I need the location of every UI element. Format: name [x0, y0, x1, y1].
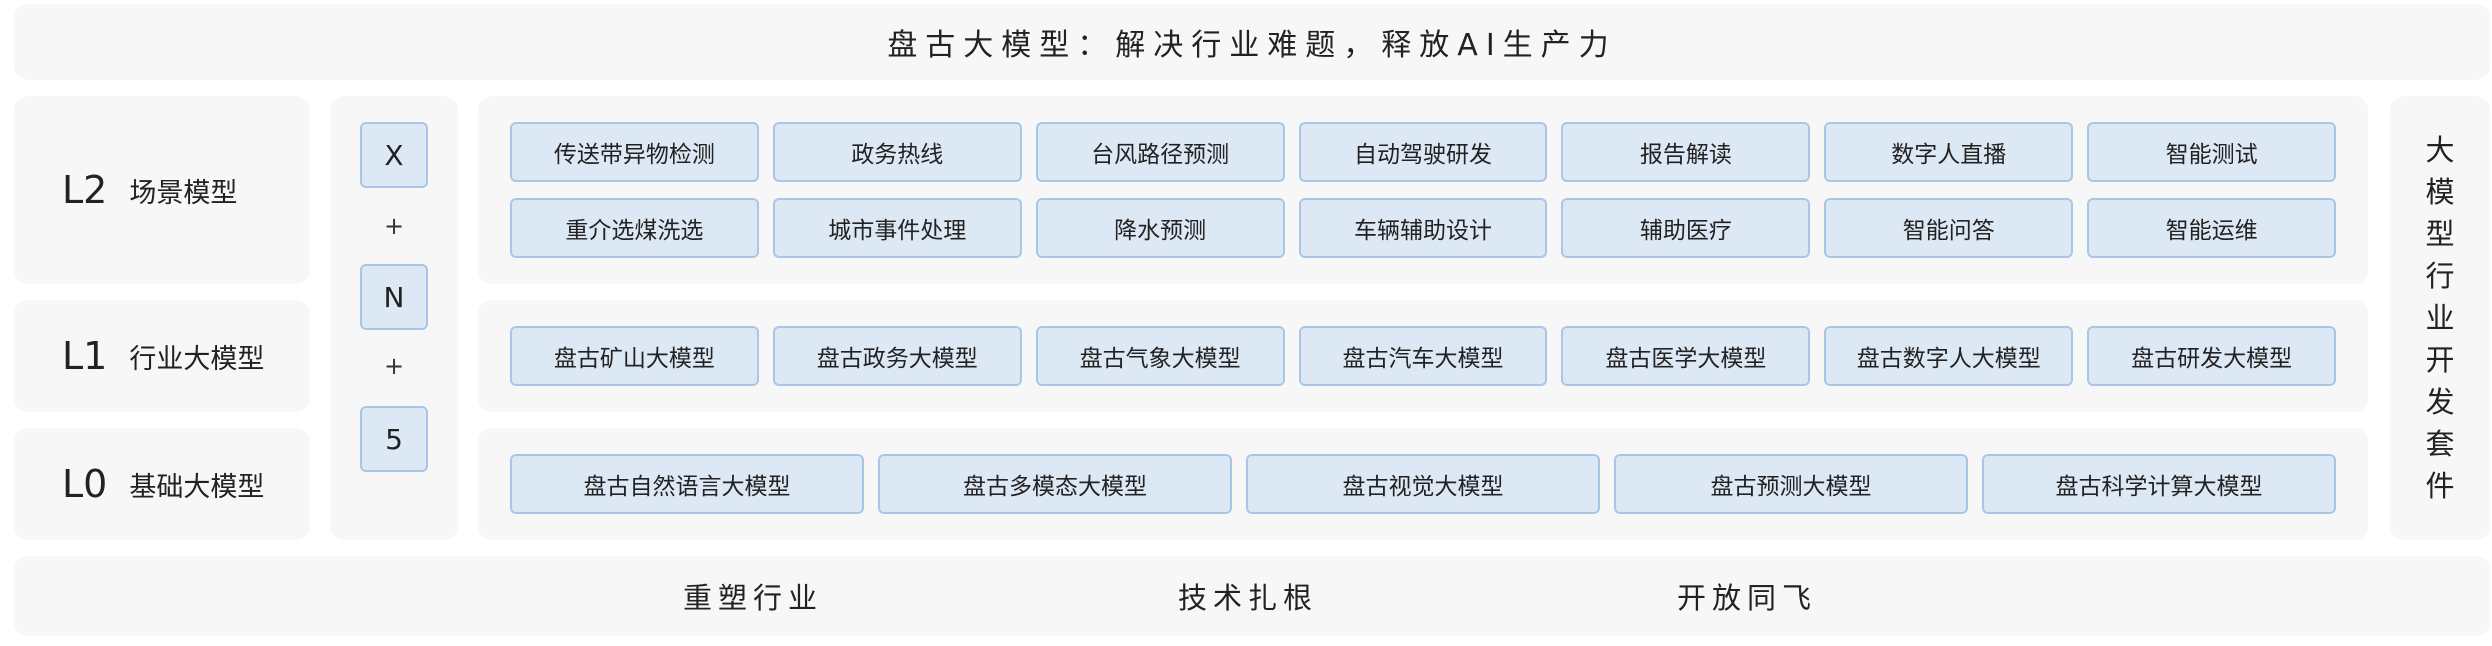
level-code: L0 [62, 462, 108, 506]
model-chip: 政务热线 [772, 122, 1022, 182]
model-chip: 报告解读 [1561, 122, 1811, 182]
side-label-char: 业 [2425, 301, 2455, 335]
level-name: 场景模型 [129, 177, 238, 209]
plus-sign: + [383, 212, 405, 240]
model-chip: 智能问答 [1824, 198, 2074, 258]
side-label-char: 行 [2425, 259, 2455, 293]
level-name: 基础大模型 [129, 471, 265, 503]
model-chip: 车辆辅助设计 [1298, 198, 1548, 258]
model-chip: 盘古多模态大模型 [878, 454, 1232, 514]
level-name: 行业大模型 [129, 343, 265, 375]
model-chip: 盘古汽车大模型 [1298, 326, 1548, 386]
level-code: L1 [62, 334, 108, 378]
bottom-slogan-2: 技术扎根 [1177, 581, 1319, 615]
model-chip: 智能测试 [2087, 122, 2336, 182]
side-label-char: 大 [2425, 133, 2455, 167]
level-code: L2 [62, 168, 108, 212]
bottom-banner: 重塑行业 技术扎根 开放同飞 [14, 556, 2490, 636]
model-chip: 盘古视觉大模型 [1246, 454, 1600, 514]
model-chip: 盘古气象大模型 [1035, 326, 1285, 386]
model-chip: 盘古政务大模型 [772, 326, 1022, 386]
formula-x-box: X [360, 122, 428, 188]
model-chip: 数字人直播 [1824, 122, 2074, 182]
l2-scenario-grid: 传送带异物检测政务热线台风路径预测自动驾驶研发报告解读数字人直播智能测试重介选煤… [478, 96, 2368, 284]
side-label-char: 模 [2425, 175, 2455, 209]
model-chip: 辅助医疗 [1561, 198, 1811, 258]
side-label-char: 件 [2425, 469, 2455, 503]
model-chip: 传送带异物检测 [510, 122, 759, 182]
model-chip: 盘古自然语言大模型 [510, 454, 864, 514]
l0-foundation-grid: 盘古自然语言大模型盘古多模态大模型盘古视觉大模型盘古预测大模型盘古科学计算大模型 [478, 428, 2368, 540]
model-chip: 盘古预测大模型 [1614, 454, 1968, 514]
bottom-slogan-3: 开放同飞 [1676, 581, 1818, 615]
model-chip: 盘古科学计算大模型 [1982, 454, 2336, 514]
formula-5-box: 5 [360, 406, 428, 472]
side-label-char: 套 [2425, 427, 2455, 461]
side-label-char: 型 [2425, 217, 2455, 251]
model-chip: 盘古研发大模型 [2087, 326, 2336, 386]
level-l0-label: L0 基础大模型 [14, 428, 310, 540]
side-label-char: 发 [2425, 385, 2455, 419]
model-chip: 重介选煤洗选 [510, 198, 759, 258]
title-banner: 盘古大模型：解决行业难题，释放AI生产力 [14, 4, 2490, 80]
model-chip: 盘古医学大模型 [1561, 326, 1811, 386]
side-label-char: 开 [2425, 343, 2455, 377]
model-chip: 盘古数字人大模型 [1824, 326, 2074, 386]
plus-sign: + [383, 352, 405, 380]
level-l1-label: L1 行业大模型 [14, 300, 310, 412]
model-chip: 盘古矿山大模型 [510, 326, 759, 386]
l1-industry-grid: 盘古矿山大模型盘古政务大模型盘古气象大模型盘古汽车大模型盘古医学大模型盘古数字人… [478, 300, 2368, 412]
model-chip: 自动驾驶研发 [1298, 122, 1548, 182]
level-l2-label: L2 场景模型 [14, 96, 310, 284]
model-chip: 智能运维 [2087, 198, 2336, 258]
model-chip: 台风路径预测 [1035, 122, 1285, 182]
page-title: 盘古大模型：解决行业难题，释放AI生产力 [887, 28, 1617, 63]
side-label-panel: 大模型行业开发套件 [2390, 96, 2490, 540]
bottom-slogan-1: 重塑行业 [682, 581, 824, 615]
formula-n-box: N [360, 264, 428, 330]
model-chip: 城市事件处理 [772, 198, 1022, 258]
formula-column: X + N + 5 [330, 96, 458, 540]
model-chip: 降水预测 [1035, 198, 1285, 258]
